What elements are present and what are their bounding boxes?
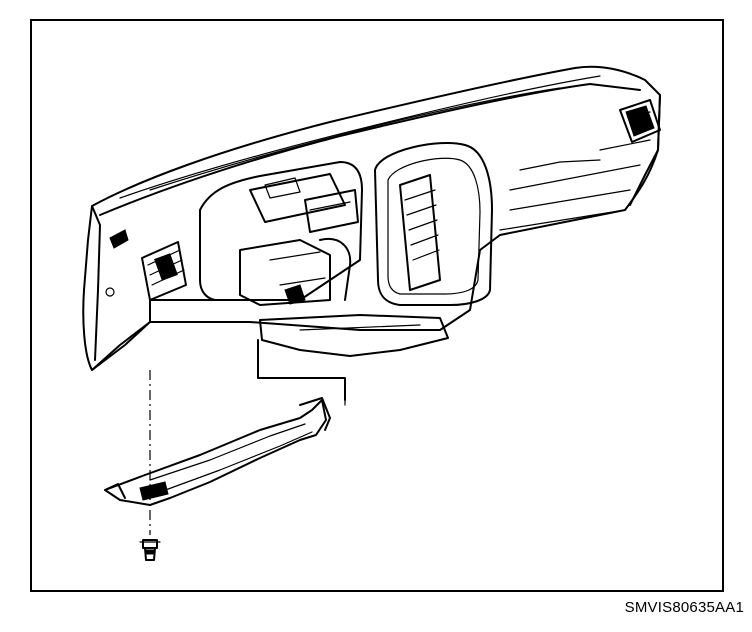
center-lower-duct [257, 314, 449, 406]
fastener-alignment [139, 370, 161, 561]
clip-fastener [145, 549, 155, 555]
figure-code: SMVIS80635AA1 [624, 599, 744, 616]
heater-opening [199, 161, 363, 306]
cluster-opening [374, 142, 493, 306]
right-side-vent [619, 99, 661, 143]
instrument-panel [82, 65, 661, 371]
left-side-vent [105, 229, 187, 301]
floor-duct [104, 397, 331, 506]
